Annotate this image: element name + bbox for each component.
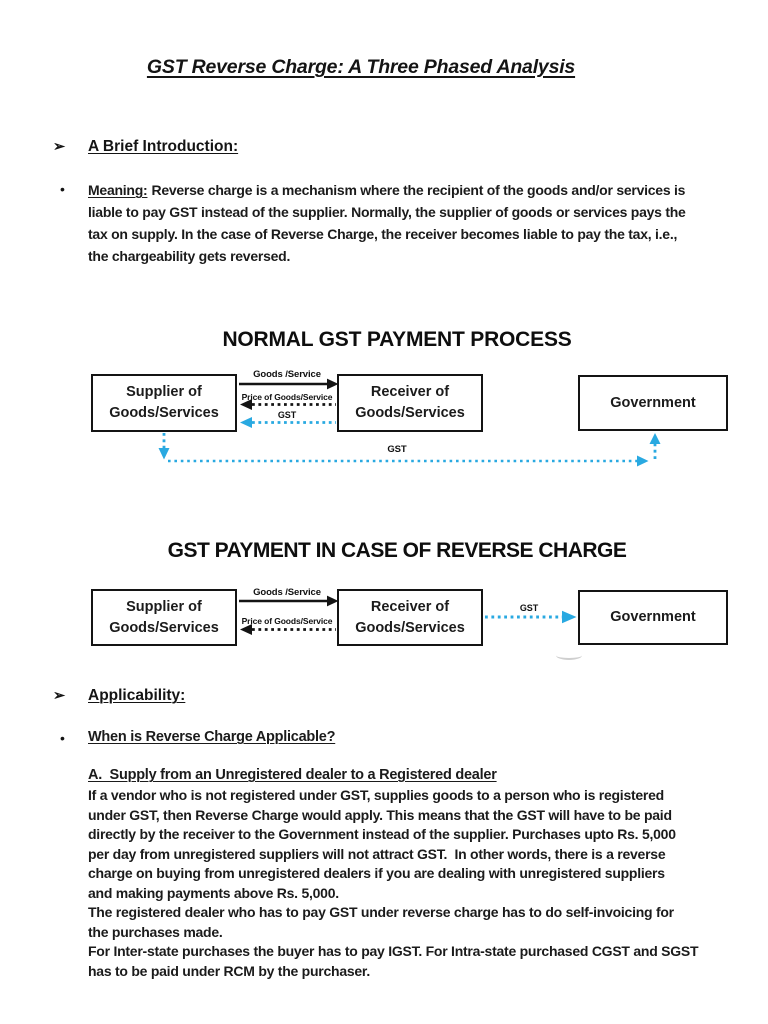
scan-smudge	[556, 651, 582, 660]
goods-service-label-reverse: Goods /Service	[253, 587, 321, 598]
goods-service-label-normal: Goods /Service	[253, 369, 321, 380]
case-a-paragraph: For Inter-state purchases the buyer has …	[88, 943, 699, 979]
meaning-text: Reverse charge is a mechanism where the …	[88, 182, 686, 264]
case-a-paragraph: If a vendor who is not registered under …	[88, 787, 676, 901]
supplier-box-normal: Supplier of Goods/Services	[91, 374, 237, 432]
bullet-icon: •	[60, 730, 65, 746]
gst-label-reverse: GST	[519, 603, 539, 613]
government-box-reverse: Government	[578, 590, 728, 645]
receiver-box-reverse: Receiver of Goods/Services	[337, 589, 483, 646]
gst-label-normal: GST	[277, 410, 297, 420]
meaning-paragraph: Meaning:Reverse charge is a mechanism wh…	[88, 179, 736, 267]
question-when-applicable: When is Reverse Charge Applicable?	[88, 729, 336, 745]
government-box-normal: Government	[578, 375, 728, 431]
meaning-label: Meaning:	[88, 182, 148, 198]
diagram-normal-title: NORMAL GST PAYMENT PROCESS	[222, 328, 572, 351]
section-heading-applicability: Applicability:	[88, 687, 186, 704]
section-heading-introduction: A Brief Introduction:	[88, 138, 239, 155]
arrow-bullet-icon: ➢	[53, 139, 66, 155]
arrow-bullet-icon: ➢	[53, 688, 66, 704]
price-label-normal: Price of Goods/Service	[241, 392, 333, 402]
price-label-reverse: Price of Goods/Service	[241, 616, 333, 626]
supplier-box-reverse: Supplier of Goods/Services	[91, 589, 237, 646]
page-title: GST Reverse Charge: A Three Phased Analy…	[146, 56, 576, 78]
diagram-reverse-title: GST PAYMENT IN CASE OF REVERSE CHARGE	[167, 539, 627, 562]
case-a-body: If a vendor who is not registered under …	[88, 786, 736, 981]
bullet-icon: •	[60, 181, 65, 197]
case-a-paragraph: The registered dealer who has to pay GST…	[88, 904, 674, 940]
case-a-heading: A. Supply from an Unregistered dealer to…	[88, 767, 497, 783]
receiver-box-normal: Receiver of Goods/Services	[337, 374, 483, 432]
gst-bottom-label-normal: GST	[387, 444, 407, 455]
goods-service-arrow-normal	[239, 378, 339, 390]
